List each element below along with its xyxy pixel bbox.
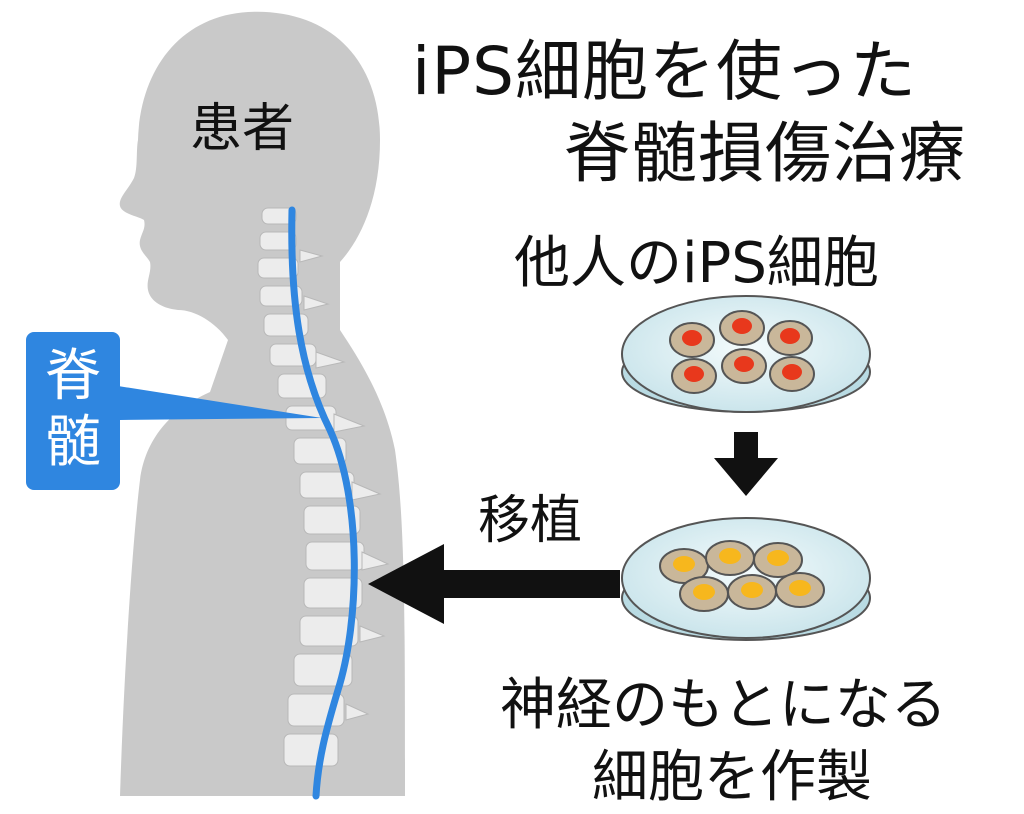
patient-label: 患者 <box>190 99 295 159</box>
neural-cells <box>659 540 825 612</box>
spinous-process <box>333 413 366 433</box>
spinal-cord <box>288 206 358 800</box>
ips-cell-dish <box>621 295 871 413</box>
ips-cells <box>669 310 815 394</box>
vertebra <box>299 615 359 647</box>
spinous-process <box>303 295 330 311</box>
vertebra <box>257 257 299 279</box>
spinous-process <box>359 625 386 643</box>
transplant-label: 移植 <box>478 491 583 551</box>
result-label-line-1: 神経のもとになる <box>500 673 947 738</box>
neural-cell-dish <box>621 517 871 641</box>
vertebra <box>303 577 363 609</box>
title-line-2: 脊髄損傷治療 <box>564 115 966 192</box>
spinous-process <box>315 351 346 369</box>
spinal-cord-label: 脊 髄 <box>26 332 120 490</box>
vertebra <box>283 733 339 767</box>
spinous-process <box>361 551 390 571</box>
spinous-process <box>299 249 324 263</box>
title-line-1: iPS細胞を使った <box>412 33 918 110</box>
spinal-cord-label-text: 脊 髄 <box>45 344 101 475</box>
spinous-process <box>351 481 382 501</box>
spinous-process <box>345 703 370 721</box>
transplant-arrow-icon <box>368 544 620 624</box>
source-cells-label: 他人のiPS細胞 <box>514 231 879 296</box>
vertebra <box>259 231 297 251</box>
vertebra <box>303 505 361 535</box>
vertebra <box>269 343 317 367</box>
spinal-cord-pointer <box>118 386 322 420</box>
vertebra <box>293 653 353 687</box>
vertebra <box>277 373 327 399</box>
down-arrow-icon <box>714 432 778 496</box>
spinous-processes <box>299 249 390 721</box>
result-label-line-2: 細胞を作製 <box>592 745 872 810</box>
